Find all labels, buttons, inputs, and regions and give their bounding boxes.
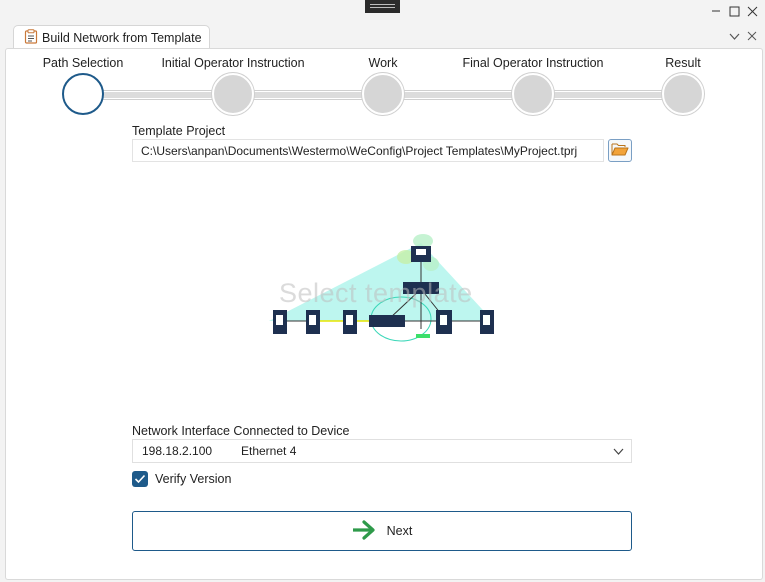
minimize-icon[interactable] bbox=[709, 4, 723, 18]
window-drag-handle[interactable] bbox=[365, 0, 400, 13]
tab-controls bbox=[727, 29, 759, 43]
step-indicator-result[interactable] bbox=[662, 73, 704, 115]
next-button[interactable]: Next bbox=[132, 511, 632, 551]
step-indicator-initial-operator-instruction[interactable] bbox=[212, 73, 254, 115]
verify-version-label: Verify Version bbox=[155, 472, 232, 486]
step-label-result[interactable]: Result bbox=[665, 56, 701, 70]
network-interface-label: Network Interface Connected to Device bbox=[132, 424, 350, 438]
folder-open-icon bbox=[611, 142, 629, 159]
template-project-label: Template Project bbox=[132, 124, 226, 138]
step-label-work[interactable]: Work bbox=[368, 56, 398, 70]
browse-button[interactable] bbox=[608, 139, 632, 162]
step-label-initial-operator-instruction[interactable]: Initial Operator Instruction bbox=[161, 56, 305, 70]
stepper-labels: Path Selection Initial Operator Instruct… bbox=[6, 56, 762, 72]
clipboard-icon bbox=[24, 28, 38, 47]
preview-placeholder-text: Select template bbox=[279, 278, 473, 308]
template-path-input[interactable] bbox=[132, 139, 604, 162]
chevron-down-icon[interactable] bbox=[727, 29, 741, 43]
tab-build-network[interactable]: Build Network from Template bbox=[13, 25, 210, 49]
step-indicator-work[interactable] bbox=[362, 73, 404, 115]
arrow-right-icon bbox=[352, 519, 378, 543]
checkmark-icon bbox=[134, 474, 146, 484]
selected-ip: 198.18.2.100 bbox=[142, 444, 213, 458]
next-button-label: Next bbox=[386, 524, 413, 538]
step-label-final-operator-instruction[interactable]: Final Operator Instruction bbox=[462, 56, 604, 70]
template-preview[interactable] bbox=[261, 229, 501, 344]
selected-interface: Ethernet 4 bbox=[241, 444, 297, 458]
verify-version-checkbox[interactable] bbox=[132, 471, 148, 487]
step-label-path-selection[interactable]: Path Selection bbox=[42, 56, 124, 70]
window-controls bbox=[709, 4, 759, 18]
step-indicator-path-selection[interactable] bbox=[62, 73, 104, 115]
network-interface-select[interactable]: 198.18.2.100 Ethernet 4 bbox=[132, 439, 632, 463]
wizard-panel: Path Selection Initial Operator Instruct… bbox=[5, 48, 763, 580]
close-icon[interactable] bbox=[745, 4, 759, 18]
maximize-icon[interactable] bbox=[727, 4, 741, 18]
tab-label: Build Network from Template bbox=[42, 30, 202, 45]
chevron-down-icon bbox=[605, 448, 631, 455]
verify-version-row[interactable]: Verify Version bbox=[132, 471, 231, 487]
close-tab-icon[interactable] bbox=[745, 29, 759, 43]
step-indicator-final-operator-instruction[interactable] bbox=[512, 73, 554, 115]
